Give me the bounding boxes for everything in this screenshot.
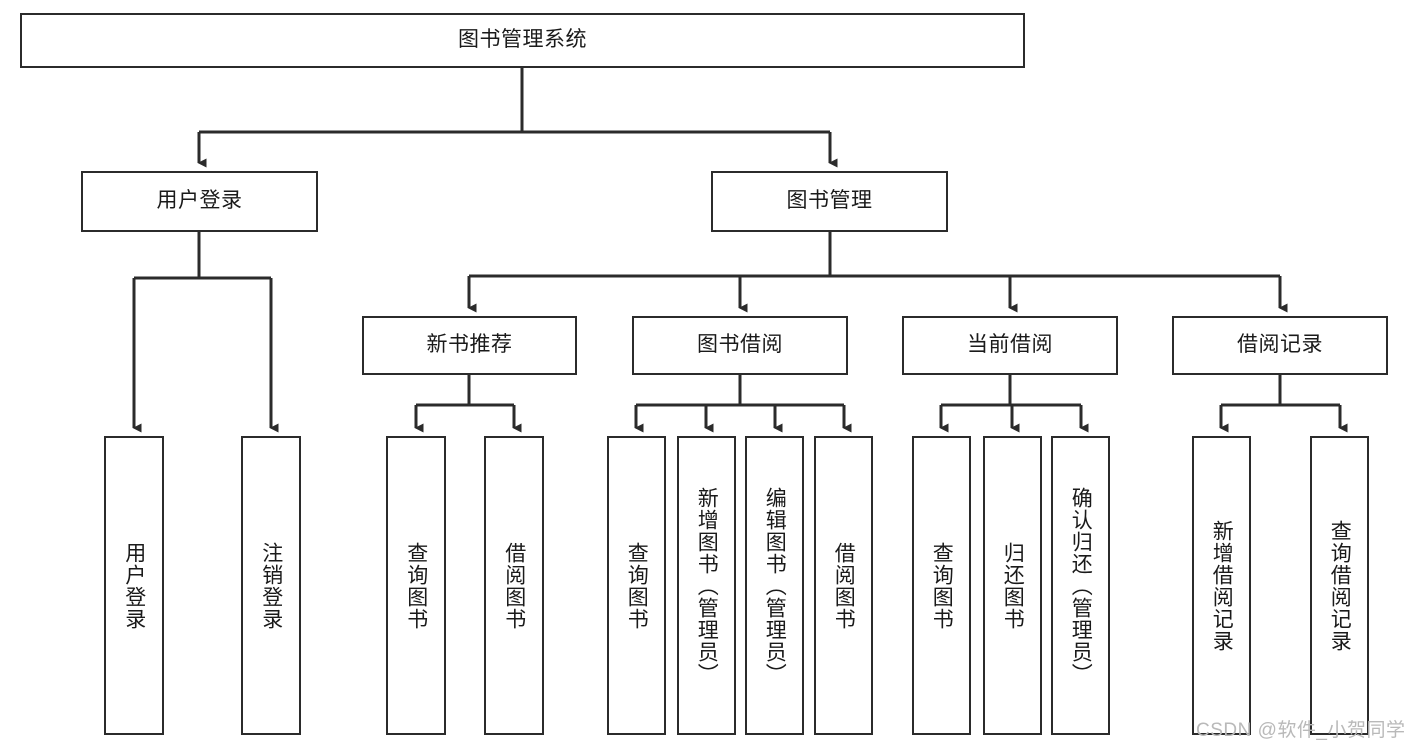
leaf-query-book-borrow-label: 查询图书	[625, 541, 649, 630]
leaf-add-book[interactable]: 新增图书（管理员）	[677, 436, 736, 735]
leaf-query-book-borrow[interactable]: 查询图书	[607, 436, 666, 735]
leaf-user-login-label: 用户登录	[122, 541, 146, 630]
node-borrow-record[interactable]: 借阅记录	[1172, 316, 1388, 375]
leaf-query-borrow-record[interactable]: 查询借阅记录	[1310, 436, 1369, 735]
node-current-borrow[interactable]: 当前借阅	[902, 316, 1118, 375]
node-book-management-label: 图书管理	[786, 189, 873, 213]
leaf-borrow-book-recommend[interactable]: 借阅图书	[484, 436, 544, 735]
leaf-query-book-current[interactable]: 查询图书	[912, 436, 971, 735]
leaf-borrow-book-label: 借阅图书	[832, 541, 856, 630]
leaf-query-book-current-label: 查询图书	[930, 541, 954, 630]
csdn-watermark: CSDN @软件_小贺同学	[1196, 720, 1405, 741]
node-user-login-label: 用户登录	[156, 189, 243, 213]
leaf-add-borrow-record[interactable]: 新增借阅记录	[1192, 436, 1251, 735]
node-book-borrow-label: 图书借阅	[697, 333, 783, 357]
node-book-management[interactable]: 图书管理	[711, 171, 948, 232]
node-root[interactable]: 图书管理系统	[20, 13, 1025, 68]
leaf-query-book-recommend[interactable]: 查询图书	[386, 436, 446, 735]
leaf-confirm-return[interactable]: 确认归还（管理员）	[1051, 436, 1110, 735]
leaf-query-book-recommend-label: 查询图书	[404, 541, 428, 630]
leaf-edit-book-label: 编辑图书（管理员）	[763, 486, 787, 685]
leaf-add-borrow-record-label: 新增借阅记录	[1210, 519, 1234, 652]
leaf-edit-book[interactable]: 编辑图书（管理员）	[745, 436, 804, 735]
leaf-add-book-label: 新增图书（管理员）	[695, 486, 719, 685]
leaf-return-book[interactable]: 归还图书	[983, 436, 1042, 735]
node-borrow-record-label: 借阅记录	[1237, 333, 1323, 357]
leaf-logout[interactable]: 注销登录	[241, 436, 301, 735]
leaf-return-book-label: 归还图书	[1001, 541, 1025, 630]
node-user-login[interactable]: 用户登录	[81, 171, 318, 232]
node-current-borrow-label: 当前借阅	[967, 333, 1053, 357]
node-root-label: 图书管理系统	[458, 28, 587, 52]
leaf-confirm-return-label: 确认归还（管理员）	[1069, 486, 1093, 685]
leaf-borrow-book-recommend-label: 借阅图书	[502, 541, 526, 630]
node-new-book-recommend-label: 新书推荐	[426, 333, 513, 357]
leaf-query-borrow-record-label: 查询借阅记录	[1328, 519, 1352, 652]
leaf-user-login[interactable]: 用户登录	[104, 436, 164, 735]
leaf-borrow-book[interactable]: 借阅图书	[814, 436, 873, 735]
node-book-borrow[interactable]: 图书借阅	[632, 316, 848, 375]
node-new-book-recommend[interactable]: 新书推荐	[362, 316, 577, 375]
leaf-logout-label: 注销登录	[259, 541, 283, 630]
